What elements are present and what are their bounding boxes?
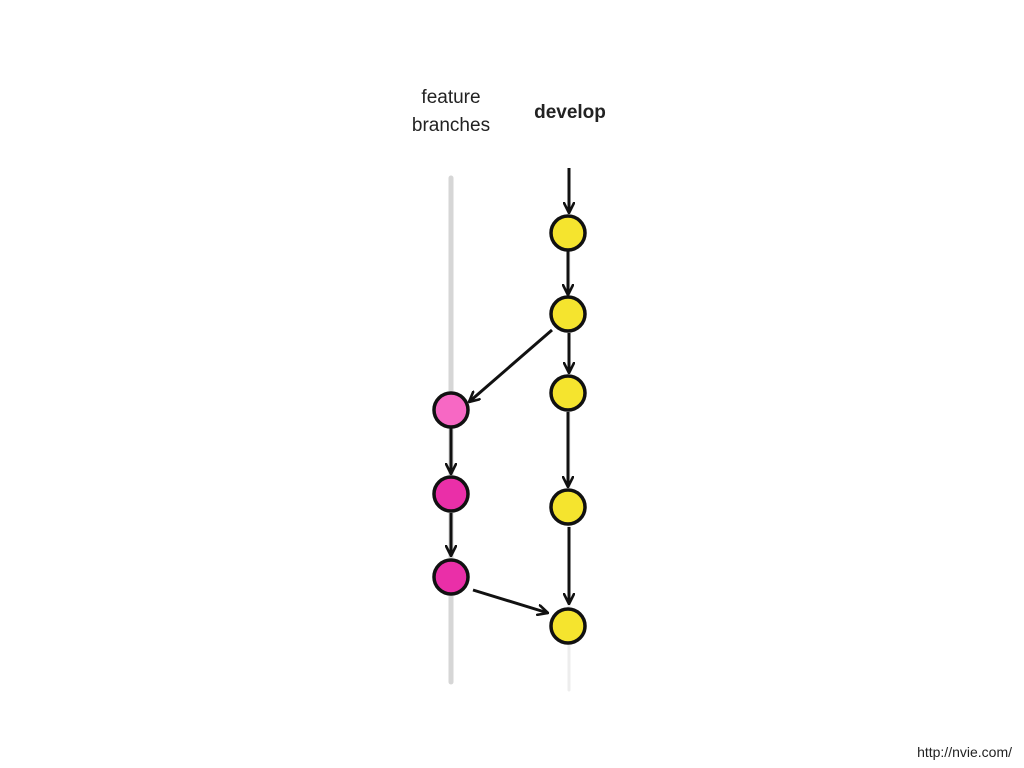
feature-label-line1: feature	[421, 87, 481, 108]
merge-arrow	[472, 588, 548, 613]
develop-commit-3	[549, 374, 587, 412]
feature-label-line2: branches	[411, 115, 491, 136]
feature-commit-1	[432, 391, 470, 429]
feature-branches-label: feature branches	[395, 84, 507, 140]
source-url: http://nvie.com/	[917, 744, 1012, 760]
branch-off-arrow	[469, 328, 553, 402]
feature-commit-2	[432, 475, 470, 513]
develop-commit-1	[549, 214, 587, 252]
develop-commit-2	[549, 295, 587, 333]
feature-commit-3	[432, 558, 470, 596]
develop-commit-5	[549, 607, 587, 645]
develop-commit-4	[549, 488, 587, 526]
develop-label: develop	[534, 102, 606, 123]
